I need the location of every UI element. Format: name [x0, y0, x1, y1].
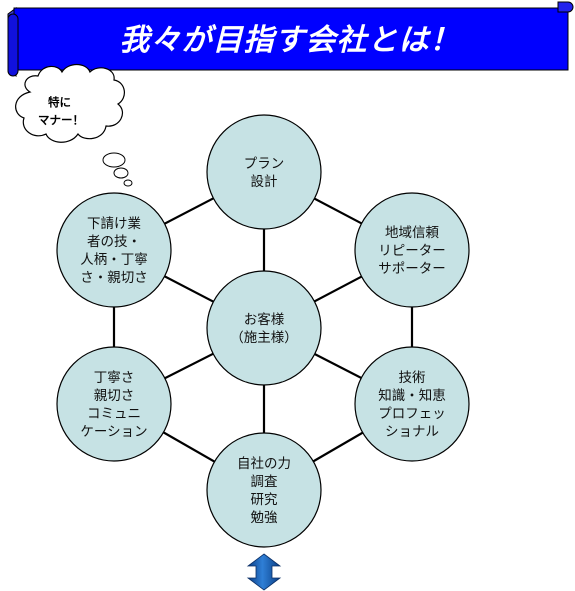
node-label-lower-right-1: 技術 [399, 370, 426, 386]
node-label-top-1: プラン [244, 156, 285, 172]
node-circle-center [206, 270, 322, 386]
node-label-lower-right-3: プロフェッ [378, 406, 446, 422]
diagram-nodes: お客様 （施主様） プラン設計地域信頼リピーターサポーター技術知識・知恵プロフェッシ… [56, 114, 470, 548]
node-label-lower-left-1: 丁寧さ [94, 369, 135, 386]
node-label-top-2: 設計 [251, 174, 278, 190]
node-label-lower-left-4: ケーション [80, 424, 147, 440]
node-label-lower-right-2: 知識・知恵 [378, 387, 446, 404]
node-circle-upper-right [354, 192, 470, 308]
node-label-lower-right-4: ショナル [385, 424, 439, 440]
double-vertical-arrow-icon [246, 553, 282, 591]
node-label-bottom-4: 勉強 [251, 510, 278, 526]
node-label-upper-left-3: 人柄・丁寧 [80, 251, 148, 268]
node-center: お客様 （施主様） [206, 270, 322, 386]
node-label-lower-left-3: コミュニ [87, 406, 141, 422]
node-label-bottom-2: 調査 [251, 474, 278, 490]
node-label-upper-left-4: さ・親切さ [80, 270, 148, 286]
node-label-lower-left-2: 親切さ [94, 388, 135, 404]
node-label-upper-right-2: リピーター [378, 243, 446, 259]
node-circle-lower-right [354, 346, 470, 462]
node-label-center-1: お客様 [244, 311, 285, 328]
node-circle-upper-left [56, 192, 172, 308]
node-label-upper-left-1: 下請け業 [87, 216, 141, 232]
thought-bubble: 特に マナー！ [15, 63, 133, 187]
node-label-center-2: （施主様） [230, 330, 298, 346]
page-title: 我々が目指す会社とは！ [120, 23, 461, 58]
node-circle-top [206, 114, 322, 230]
node-label-bottom-3: 研究 [251, 492, 278, 508]
bubble-line-1: 特に [48, 95, 71, 109]
node-label-upper-right-3: サポーター [378, 261, 446, 277]
node-circle-lower-left [56, 346, 172, 462]
title-banner: 我々が目指す会社とは！ [7, 1, 574, 77]
node-circle-bottom [206, 432, 322, 548]
node-label-bottom-1: 自社の力 [237, 456, 291, 472]
node-label-upper-right-1: 地域信頼 [385, 225, 439, 241]
bubble-line-2: マナー！ [38, 113, 84, 127]
node-label-upper-left-2: 者の技・ [87, 234, 141, 250]
